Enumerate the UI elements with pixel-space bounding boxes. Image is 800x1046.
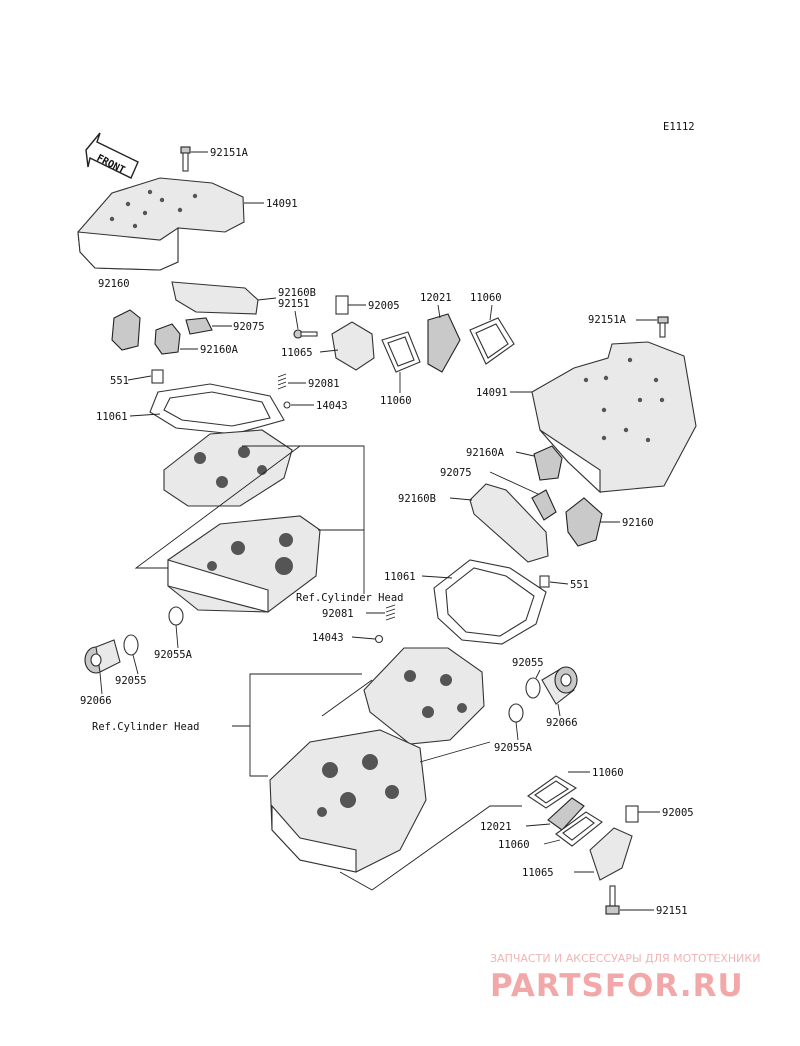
label-92160-right: 92160: [622, 517, 654, 529]
label-11065-right: 11065: [522, 867, 554, 879]
bolt-92151a-top: [180, 146, 208, 172]
label-92066-right: 92066: [546, 717, 578, 729]
label-92075-right: 92075: [440, 467, 472, 479]
bolt-92151-left: [293, 310, 318, 339]
label-92160-left: 92160: [98, 278, 130, 290]
ref-cylinder-head-1: Ref.Cylinder Head: [296, 592, 403, 604]
bracket-92160a-right: [515, 445, 563, 481]
oring-92055a-right: [508, 703, 524, 741]
label-92151a-top: 92151A: [210, 147, 249, 159]
fitting-92066-left: [84, 639, 121, 695]
cap-14043-left: [283, 401, 314, 409]
label-12021-left: 12021: [420, 292, 452, 304]
label-92160a-right: 92160A: [466, 447, 505, 459]
gasket-11060-right-top: [527, 771, 590, 809]
label-92151a-right: 92151A: [588, 314, 627, 326]
label-551-right: 551: [570, 579, 589, 591]
cam-holder-left: [163, 429, 293, 507]
bracket-92160a-left: [154, 323, 198, 355]
spring-92081-right: [366, 604, 396, 621]
oring-92055a-left: [168, 606, 184, 649]
watermark-brand: PARTSFOR.RU: [490, 968, 744, 1004]
gasket-11061-right: [421, 559, 547, 645]
bracket-92160-left: [111, 309, 141, 351]
ref-cylinder-head-2: Ref.Cylinder Head: [92, 721, 199, 733]
label-92160b-left: 92160B: [278, 287, 316, 299]
cylinder-head-right: [269, 729, 427, 873]
label-92066-left: 92066: [80, 695, 112, 707]
label-92005-left: 92005: [368, 300, 400, 312]
label-92055-left: 92055: [115, 675, 147, 687]
fitting-92066-right: [541, 666, 578, 717]
cover-92160b-left: [171, 281, 277, 315]
label-11065-left: 11065: [281, 347, 313, 359]
label-12021-right: 12021: [480, 821, 512, 833]
label-551-left: 551: [110, 375, 129, 387]
label-14043-left: 14043: [316, 400, 348, 412]
head-cover-14091-left: [77, 177, 264, 271]
label-11061-left: 11061: [96, 411, 128, 423]
gasket-11060-right-bot: [543, 811, 603, 847]
damper-92075-left: [185, 317, 232, 335]
label-92081-left: 92081: [308, 378, 340, 390]
label-11060-right-bot: 11060: [498, 839, 530, 851]
holder-11065-right: [574, 827, 633, 881]
watermark-subtitle: ЗАПЧАСТИ И АКСЕССУАРЫ ДЛЯ МОТОТЕХНИКИ: [490, 952, 760, 965]
cap-14043-right: [351, 634, 384, 644]
label-92055-right: 92055: [512, 657, 544, 669]
gasket-11061-left: [129, 383, 285, 435]
gasket-11060-left-mid: [381, 331, 421, 393]
oring-92055-left: [123, 634, 139, 675]
reed-12021-right: [525, 797, 585, 831]
bush-551-left: [127, 369, 164, 384]
label-92081-right: 92081: [322, 608, 354, 620]
label-92160b-right: 92160B: [398, 493, 436, 505]
label-92151-left: 92151: [278, 298, 310, 310]
label-11060-right-top: 11060: [592, 767, 624, 779]
holder-11065-left: [319, 321, 375, 371]
label-92005-right: 92005: [662, 807, 694, 819]
label-92151-right: 92151: [656, 905, 688, 917]
bracket-92160-right: [565, 497, 620, 547]
head-cover-14091-right: [510, 341, 697, 494]
label-92055a-right: 92055A: [494, 742, 533, 754]
reed-12021-left: [427, 304, 461, 373]
bush-551-right: [539, 575, 569, 588]
gasket-11060-left-top: [469, 304, 515, 365]
label-14091-left: 14091: [266, 198, 298, 210]
label-14091-right: 14091: [476, 387, 508, 399]
bolt-92151-right: [605, 885, 654, 915]
cover-92160b-right: [449, 483, 549, 563]
front-arrow-icon: FRONT: [85, 132, 139, 179]
label-11060-left-mid: 11060: [380, 395, 412, 407]
cylinder-head-left: [167, 515, 321, 613]
oring-92055-right: [525, 669, 541, 699]
label-92160a-left: 92160A: [200, 344, 239, 356]
cam-holder-right: [363, 647, 485, 745]
bolt-92151a-right: [636, 316, 669, 338]
diagram-code: E1112: [663, 121, 695, 133]
label-92075-left: 92075: [233, 321, 265, 333]
label-11061-right: 11061: [384, 571, 416, 583]
dowel-92005-left: [335, 295, 366, 315]
dowel-92005-right: [625, 805, 660, 823]
label-92055a-left: 92055A: [154, 649, 193, 661]
label-14043-right: 14043: [312, 632, 344, 644]
damper-92075-right: [489, 471, 557, 521]
label-11060-left-top: 11060: [470, 292, 502, 304]
spring-92081-left: [277, 373, 306, 390]
